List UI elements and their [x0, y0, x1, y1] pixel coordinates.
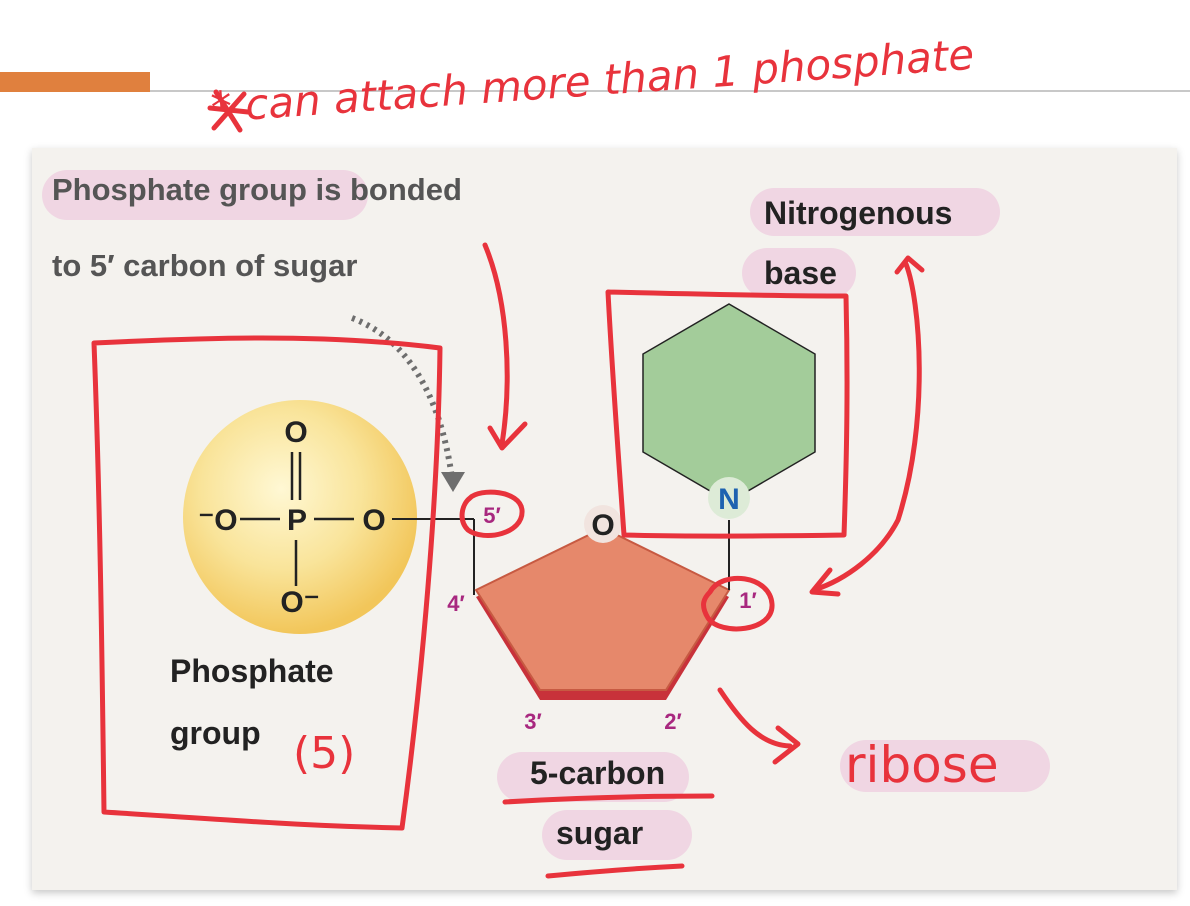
accent-bar — [0, 72, 150, 92]
arrow-base-up-head — [894, 255, 925, 275]
ribose-highlight — [840, 740, 1050, 792]
sugar-label-line-1: 5-carbon — [530, 755, 665, 791]
carbon-5-label: 5′ — [483, 503, 501, 528]
phosphate-handwritten-note: (5) — [293, 728, 355, 779]
left-oxygen: ⁻O — [198, 504, 237, 537]
sugar-ring — [474, 526, 731, 691]
caption-line-2: to 5′ carbon of sugar — [52, 248, 357, 283]
ring-oxygen: O — [591, 509, 614, 542]
base-label-line-2: base — [764, 255, 837, 291]
carbon-1-circle — [701, 575, 775, 632]
phosphate-label-line-2: group — [170, 715, 261, 751]
bottom-oxygen: O⁻ — [280, 586, 319, 619]
nitrogen-halo — [708, 477, 750, 519]
arrow-to-ribose-head — [772, 725, 801, 765]
double-bond-oxygen: O — [284, 416, 307, 449]
sugar-underline-1 — [502, 793, 715, 805]
carbon-4-label: 4′ — [447, 591, 465, 616]
arrow-base-to-carbon-1 — [811, 261, 922, 593]
caption-highlight — [42, 170, 368, 220]
bond-arrowhead — [441, 472, 465, 492]
arrow-to-ribose — [717, 687, 793, 749]
base-label-highlight-1 — [750, 188, 1000, 236]
sugar-label-highlight-2 — [542, 810, 692, 860]
sugar-underline-2 — [545, 863, 685, 879]
arrow-to-carbon-5-head — [487, 421, 528, 451]
phosphate-sphere — [183, 400, 417, 634]
ribose-note: ribose — [845, 736, 999, 794]
caption-line-1: Phosphate group is bonded — [52, 172, 462, 207]
phosphate-box — [91, 335, 443, 831]
phosphorus-atom: P — [287, 504, 307, 537]
carbon-2-label: 2′ — [664, 709, 682, 734]
base-box — [605, 289, 850, 539]
phosphate-label-line-1: Phosphate — [170, 653, 334, 689]
title-asterisk — [207, 89, 251, 133]
base-label-line-1: Nitrogenous — [764, 195, 952, 231]
right-oxygen: O — [362, 504, 385, 537]
carbon-1-label: 1′ — [739, 588, 757, 613]
arrow-to-carbon-5 — [482, 242, 510, 447]
red-annotations — [91, 89, 925, 879]
handwritten-title: * can attach more than 1 phosphate — [209, 30, 975, 132]
carbon-3-label: 3′ — [524, 709, 542, 734]
carbon-5-circle — [459, 489, 525, 539]
sugar-label-line-2: sugar — [556, 815, 643, 851]
sugar-label-highlight-1 — [497, 752, 689, 802]
base-label-highlight-2 — [742, 248, 856, 298]
ring-oxygen-halo — [584, 505, 622, 543]
nitrogen-atom: N — [718, 483, 740, 516]
arrow-carbon-1-head — [809, 567, 841, 597]
